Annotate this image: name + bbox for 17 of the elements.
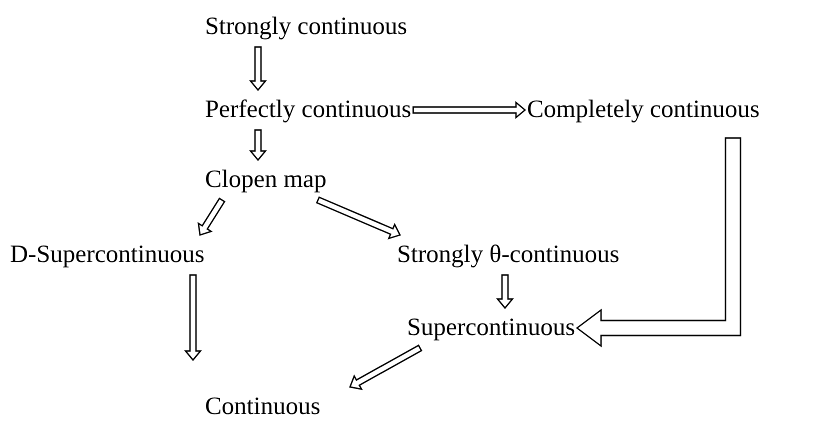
- implication-arrow: [349, 344, 422, 390]
- implication-arrow: [576, 137, 742, 348]
- concept-label: Completely continuous: [527, 90, 760, 130]
- concept-label: Supercontinuous: [407, 308, 576, 348]
- concept-label: Perfectly continuous: [205, 90, 412, 130]
- concept-label: Strongly continuous: [205, 7, 408, 47]
- concept-label: Continuous: [205, 387, 320, 427]
- concept-label: D-Supercontinuous: [10, 235, 204, 275]
- implication-arrow: [198, 197, 226, 236]
- implication-arrow: [496, 274, 514, 310]
- implication-arrow: [412, 101, 526, 119]
- concept-label: Strongly θ-continuous: [397, 235, 620, 275]
- implication-arrow: [316, 196, 401, 240]
- implication-arrow: [249, 46, 267, 92]
- implication-arrow: [184, 274, 202, 362]
- concept-label: Clopen map: [205, 160, 327, 200]
- implication-arrow: [249, 129, 267, 162]
